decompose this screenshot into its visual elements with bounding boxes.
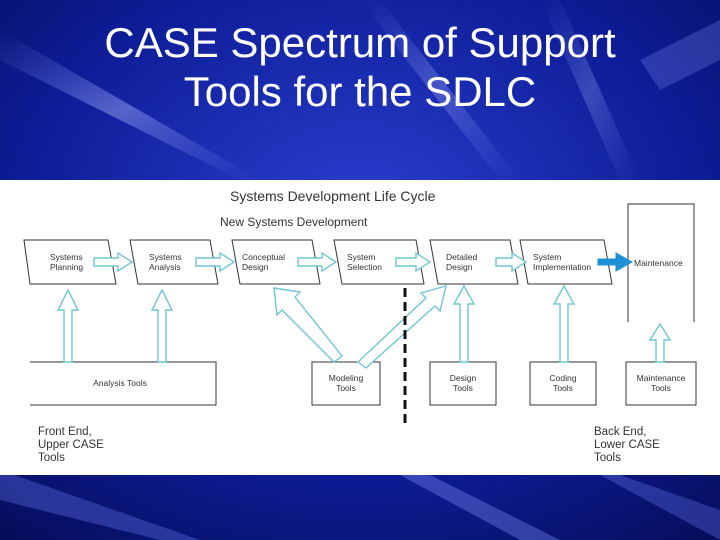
tool-modeling: Modeling Tools — [328, 373, 364, 393]
tool-box-modeling — [311, 361, 381, 406]
tool-maintenance: Maintenance Tools — [636, 373, 686, 393]
title-line-1: CASE Spectrum of Support — [104, 19, 616, 66]
flow-arrow-1 — [93, 251, 134, 273]
title-line-2: Tools for the SDLC — [183, 68, 537, 115]
diagram-subheading: New Systems Development — [220, 215, 368, 229]
support-arrow-modeling-detailed — [356, 285, 447, 369]
slide-title: CASE Spectrum of Support Tools for the S… — [0, 18, 720, 116]
phase-shape-system-implementation — [519, 239, 613, 285]
phase-shape-systems-analysis — [129, 239, 219, 285]
tool-box-coding — [529, 361, 597, 406]
sdlc-diagram-panel: Systems Development Life Cycle New Syste… — [0, 180, 720, 475]
phase-detailed-design: Detailed Design — [446, 252, 478, 272]
flow-arrow-3 — [297, 251, 338, 273]
phase-systems-planning: Systems Planning — [50, 252, 84, 272]
phase-system-selection: System Selection — [347, 252, 382, 272]
phase-shape-system-selection — [333, 239, 425, 285]
flow-arrow-2 — [195, 251, 236, 273]
flow-arrow-5 — [495, 251, 528, 273]
sdlc-diagram — [23, 203, 697, 424]
diagram-heading: Systems Development Life Cycle — [230, 188, 436, 204]
tool-analysis: Analysis Tools — [93, 378, 147, 388]
tool-coding: Coding Tools — [549, 373, 577, 393]
front-end-label: Front End, Upper CASE Tools — [38, 426, 104, 464]
tool-box-design — [429, 361, 497, 406]
support-arrow-detailed — [452, 284, 476, 363]
tool-box-analysis — [30, 361, 217, 406]
phase-shape-conceptual-design — [231, 239, 321, 285]
phase-shape-detailed-design — [429, 239, 519, 285]
phase-systems-analysis: Systems Analysis — [149, 252, 182, 272]
tool-design: Design Tools — [449, 373, 477, 393]
support-arrow-modeling-conceptual — [273, 287, 343, 363]
phase-maintenance: Maintenance — [634, 258, 683, 268]
flow-arrow-4 — [395, 251, 432, 273]
support-arrow-planning — [56, 288, 80, 363]
back-end-label: Back End, Lower CASE Tools — [594, 426, 660, 464]
support-arrow-implementation — [552, 284, 576, 363]
support-arrow-maintenance — [648, 322, 672, 363]
phase-conceptual-design: Conceptual Design — [242, 252, 286, 272]
flow-arrow-maintenance — [597, 252, 634, 272]
phase-shape-systems-planning — [23, 239, 117, 285]
phase-system-implementation: System Implementation — [533, 252, 592, 272]
support-arrow-analysis — [150, 288, 174, 363]
